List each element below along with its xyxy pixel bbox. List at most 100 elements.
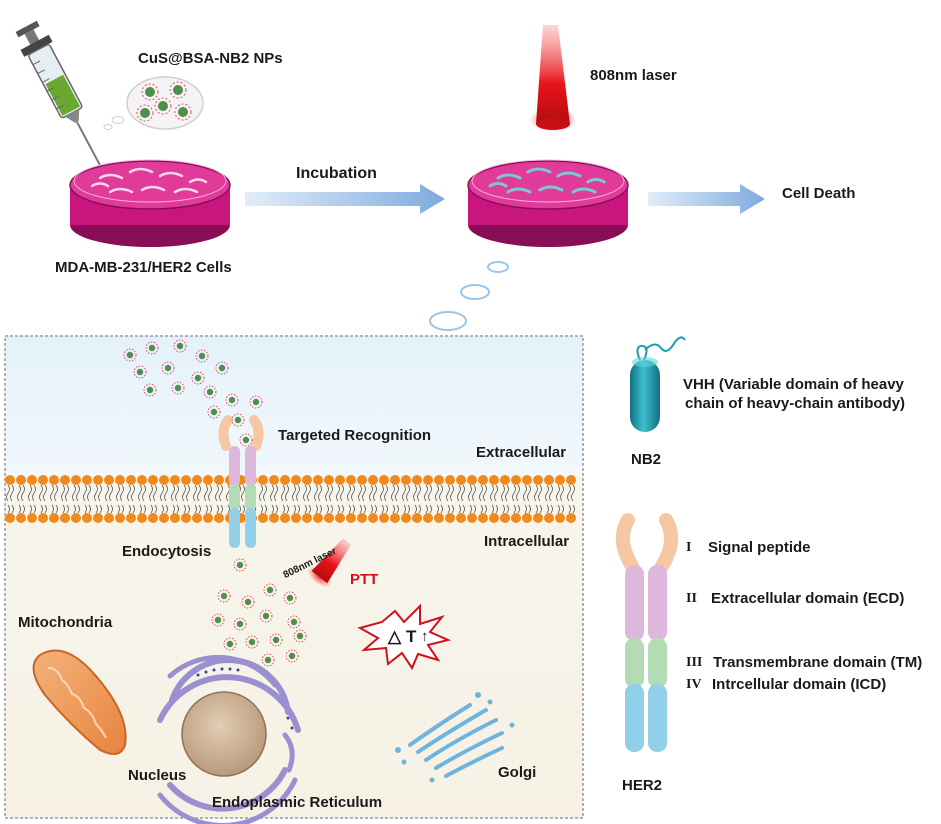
lipid-head xyxy=(434,513,444,523)
lipid-head xyxy=(115,475,125,485)
lipid-tail xyxy=(205,504,212,514)
nanoparticle-shell xyxy=(133,365,147,379)
her2-label: HER2 xyxy=(622,777,663,794)
lipid-head xyxy=(104,513,114,523)
nanoparticle-core xyxy=(164,364,172,372)
lipid-head xyxy=(500,513,510,523)
nanoparticle-core xyxy=(220,592,228,600)
lipid-head xyxy=(555,475,565,485)
nanoparticle-core xyxy=(266,586,274,594)
lipid-tail xyxy=(117,504,124,514)
nanoparticle-shell xyxy=(261,653,275,667)
cells-label: MDA-MB-231/HER2 Cells xyxy=(55,259,232,276)
lipid-tail xyxy=(172,504,179,514)
lipid-head xyxy=(258,513,268,523)
nanoparticle-shell xyxy=(245,635,259,649)
mitochondria-label: Mitochondria xyxy=(18,614,113,631)
lipid-head xyxy=(401,475,411,485)
nanoparticle-core xyxy=(296,632,304,640)
nanoparticle-core xyxy=(244,598,252,606)
lipid-tail xyxy=(62,504,69,514)
nanoparticle-core xyxy=(176,342,184,350)
lipid-tail xyxy=(271,504,278,514)
nanoparticle-core xyxy=(290,618,298,626)
lipid-head xyxy=(181,475,191,485)
lipid-head xyxy=(71,513,81,523)
lipid-tail xyxy=(303,484,311,502)
domain-numeral: IV xyxy=(686,677,702,692)
ptt-label: PTT xyxy=(350,571,379,588)
lipid-head xyxy=(445,513,455,523)
lipid-head xyxy=(93,475,103,485)
nanoparticle-shell xyxy=(259,609,273,623)
nanoparticle-core xyxy=(146,386,154,394)
lipid-tail xyxy=(369,484,377,502)
nanoparticle-shell xyxy=(217,589,231,603)
lipid-tail xyxy=(358,484,366,502)
lipid-tail xyxy=(194,504,201,514)
lipid-tail xyxy=(106,504,113,514)
incubation-label: Incubation xyxy=(296,165,377,182)
lipid-head xyxy=(192,513,202,523)
lipid-tail xyxy=(105,484,113,502)
nanoparticle-core xyxy=(234,416,242,424)
nanoparticle-core xyxy=(236,561,244,569)
nanoparticle-shell xyxy=(161,361,175,375)
up-arrow-icon: ↑ xyxy=(421,628,429,645)
lipid-head xyxy=(71,475,81,485)
nanoparticle-core xyxy=(264,656,272,664)
intracellular-label: Intracellular xyxy=(484,533,570,550)
lipid-tail xyxy=(282,504,289,514)
lipid-tail xyxy=(347,484,355,502)
domain-numeral: I xyxy=(686,540,692,555)
lipid-tail xyxy=(446,484,454,502)
lipid-head xyxy=(104,475,114,485)
nanoparticle-core xyxy=(228,396,236,404)
lipid-tail xyxy=(29,504,36,514)
lipid-tail xyxy=(315,504,322,514)
lipid-tail xyxy=(281,484,289,502)
lipid-tail xyxy=(171,484,179,502)
endocytosis-label: Endocytosis xyxy=(122,543,212,560)
lipid-tail xyxy=(534,484,542,502)
lipid-head xyxy=(456,475,466,485)
lipid-head xyxy=(511,513,521,523)
lipid-tail xyxy=(523,484,531,502)
targeted-recognition-label: Targeted Recognition xyxy=(278,427,432,444)
nanoparticle-shell xyxy=(195,349,209,363)
lipid-head xyxy=(544,475,554,485)
lipid-head xyxy=(170,513,180,523)
nanoparticle-core xyxy=(174,384,182,392)
lipid-head xyxy=(49,513,59,523)
nanoparticle-shell xyxy=(239,433,253,447)
lipid-head xyxy=(280,513,290,523)
endoplasmic-reticulum xyxy=(157,654,301,824)
lipid-tail xyxy=(292,484,300,502)
np-bubble-particles xyxy=(136,81,192,122)
culture-dish-2 xyxy=(467,159,629,247)
lipid-tail xyxy=(556,484,564,502)
nanoparticle-shell xyxy=(225,393,239,407)
lipid-tail xyxy=(424,484,432,502)
lipid-head xyxy=(269,475,279,485)
nanoparticle-core xyxy=(286,594,294,602)
lipid-head xyxy=(324,475,334,485)
lipid-tail xyxy=(425,504,432,514)
nanoparticle-core xyxy=(226,640,234,648)
lipid-tail xyxy=(18,504,25,514)
lipid-head xyxy=(93,513,103,523)
lipid-tail xyxy=(535,504,542,514)
lipid-tail xyxy=(6,484,14,502)
lipid-tail xyxy=(414,504,421,514)
lipid-tail xyxy=(381,504,388,514)
lipid-head xyxy=(38,475,48,485)
nanoparticle-shell xyxy=(173,339,187,353)
lipid-head xyxy=(203,475,213,485)
lipid-head xyxy=(159,475,169,485)
lipid-tail xyxy=(215,484,223,502)
lipid-head xyxy=(126,513,136,523)
lipid-tail xyxy=(293,504,300,514)
nanoparticle-core xyxy=(236,620,244,628)
lipid-tail xyxy=(402,484,410,502)
lipid-tail xyxy=(61,484,69,502)
